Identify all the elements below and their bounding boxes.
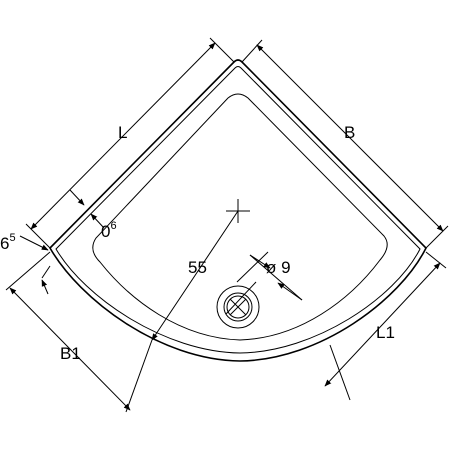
drain-diameter-dimension [225, 251, 303, 315]
label-b: B [344, 123, 355, 142]
label-drain-diameter: ø 9 [266, 258, 291, 277]
label-b1: B1 [60, 344, 81, 363]
label-l: L [118, 123, 127, 142]
edge-offset-dimension [69, 189, 105, 229]
dimension-b1 [5, 251, 153, 413]
radius-dimension-line [151, 210, 239, 341]
dimension-b [241, 39, 449, 249]
drain-icon [216, 285, 260, 329]
dimension-l1 [324, 251, 447, 401]
label-radius: 55 [188, 258, 207, 277]
label-l1: L1 [376, 323, 395, 342]
dimension-l [25, 37, 235, 249]
rim-height-dimension [19, 235, 51, 295]
label-rim-height: 65 [0, 232, 16, 253]
label-edge-offset: 06 [101, 220, 117, 241]
